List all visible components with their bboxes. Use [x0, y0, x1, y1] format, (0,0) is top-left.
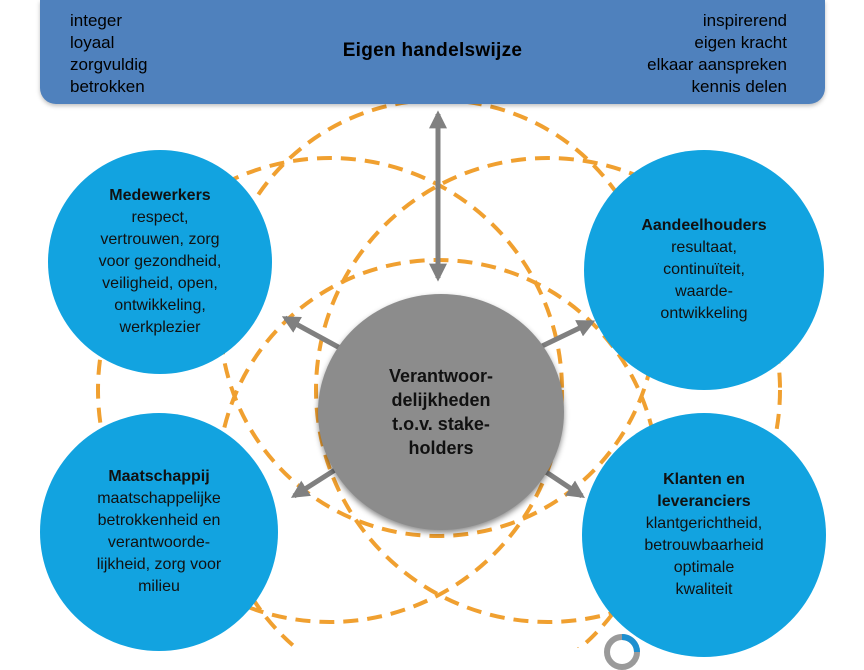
- stakeholder-line: klantgerichtheid,: [645, 515, 763, 532]
- stakeholder-medewerkers: Medewerkers respect, vertrouwen, zorg vo…: [48, 150, 272, 374]
- stakeholder-line: milieu: [138, 578, 180, 595]
- value-item: elkaar aanspreken: [647, 55, 787, 74]
- stakeholder-line: waarde-: [675, 283, 733, 300]
- center-line: delijkheden: [391, 390, 491, 410]
- center-line: holders: [408, 438, 474, 458]
- stakeholder-title: Maatschappij: [108, 468, 210, 485]
- stakeholder-title: Klanten en: [663, 471, 745, 488]
- stakeholder-line: maatschappelijke: [97, 490, 221, 507]
- stakeholder-line: resultaat,: [671, 239, 737, 256]
- value-item: integer: [70, 11, 122, 30]
- stakeholder-line: betrokkenheid en: [97, 512, 221, 529]
- stakeholder-line: ontwikkeling: [660, 305, 748, 322]
- stakeholder-line: voor gezondheid,: [98, 253, 222, 270]
- center-line: t.o.v. stake-: [392, 414, 490, 434]
- value-item: eigen kracht: [694, 33, 787, 52]
- dashed-ring-right: [314, 156, 782, 624]
- value-item: zorgvuldig: [70, 55, 148, 74]
- value-item: betrokken: [70, 77, 145, 96]
- stakeholder-klanten: Klanten en leveranciers klantgerichtheid…: [582, 413, 826, 657]
- arrow-icon-aandeelhouders: [536, 319, 596, 351]
- stakeholder-line: lijkheid, zorg voor: [96, 556, 222, 573]
- stakeholder-line: optimale: [673, 559, 735, 576]
- values-right-list: inspirerend eigen kracht elkaar aansprek…: [647, 10, 787, 98]
- banner: integer loyaal zorgvuldig betrokken Eige…: [40, 0, 825, 104]
- value-item: loyaal: [70, 33, 115, 52]
- stakeholder-title: Aandeelhouders: [641, 217, 767, 234]
- arrow-icon-maatschappij: [290, 465, 340, 499]
- stakeholder-line: verantwoorde-: [107, 534, 211, 551]
- logo-icon: [604, 634, 640, 670]
- stakeholder-line: ontwikkeling,: [114, 297, 206, 314]
- stakeholder-title: Medewerkers: [109, 187, 211, 204]
- stakeholder-line: betrouwbaarheid: [644, 537, 764, 554]
- center-line: Verantwoor-: [388, 366, 494, 386]
- arrow-icon-klanten: [538, 465, 585, 499]
- arrow-icon-medewerkers: [281, 315, 342, 351]
- stakeholder-aandeelhouders: Aandeelhouders resultaat, continuïteit, …: [584, 150, 824, 390]
- stakeholder-line: werkplezier: [119, 319, 201, 336]
- center-responsibilities: Verantwoor- delijkheden t.o.v. stake- ho…: [318, 294, 564, 530]
- stakeholder-line: kwaliteit: [675, 581, 733, 598]
- value-item: inspirerend: [702, 11, 787, 30]
- stakeholder-line: vertrouwen, zorg: [100, 231, 220, 248]
- stakeholder-line: veiligheid, open,: [102, 275, 218, 292]
- banner-title: Eigen handelswijze: [342, 40, 523, 61]
- stakeholder-title: leveranciers: [657, 493, 751, 510]
- stakeholder-maatschappij: Maatschappij maatschappelijke betrokkenh…: [40, 413, 278, 651]
- value-item: kennis delen: [691, 77, 787, 96]
- stakeholder-line: continuïteit,: [663, 261, 745, 278]
- values-left-list: integer loyaal zorgvuldig betrokken: [70, 10, 148, 98]
- stakeholder-line: respect,: [131, 209, 189, 226]
